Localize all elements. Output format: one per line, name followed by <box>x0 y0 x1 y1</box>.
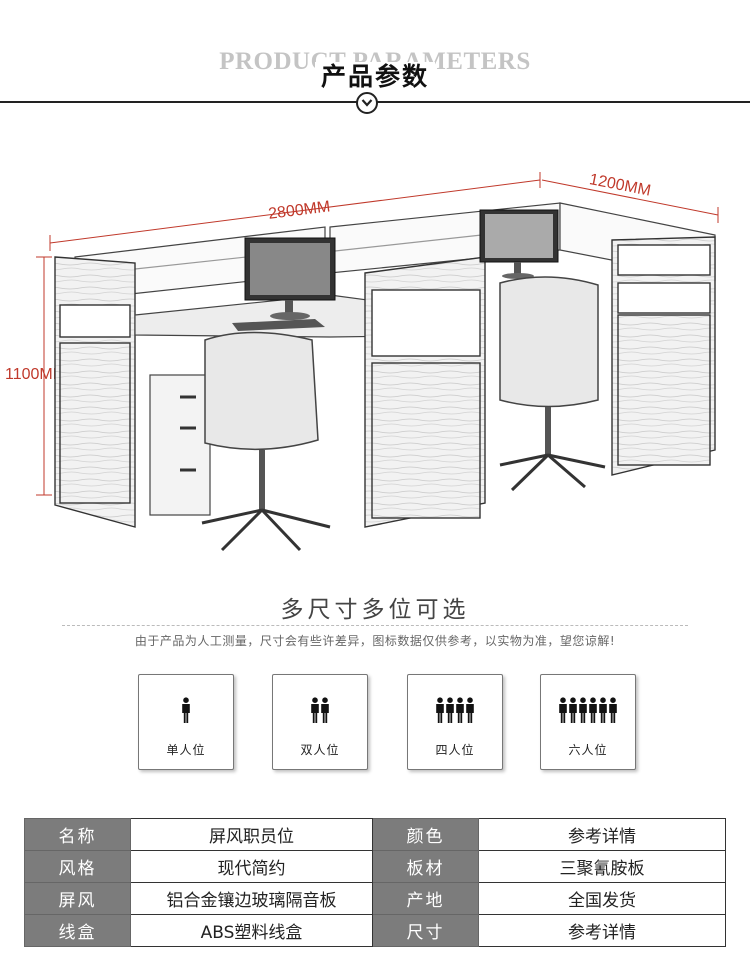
seat-option-label: 四人位 <box>435 743 475 757</box>
table-row: 屏风 铝合金镶边玻璃隔音板 产地 全国发货 <box>24 882 726 915</box>
person-icon <box>569 697 577 723</box>
sizes-title: 多尺寸多位可选 <box>280 597 470 623</box>
page-title: 产品参数 <box>0 57 750 93</box>
person-icon <box>589 697 597 723</box>
person-icon <box>599 697 607 723</box>
dimension-lines <box>36 172 719 496</box>
workstation-illustration: 2800MM 1200MM 1100MM <box>5 171 719 552</box>
param-key: 产地 <box>372 882 479 915</box>
param-value: 全国发货 <box>478 882 726 915</box>
param-value: ABS塑料线盒 <box>130 914 373 947</box>
param-value: 参考详情 <box>478 818 726 851</box>
seat-option-single: 单人位 <box>138 674 234 770</box>
param-value: 屏风职员位 <box>130 818 373 851</box>
param-key: 板材 <box>372 850 479 883</box>
param-key: 风格 <box>24 850 131 883</box>
monitor-left <box>232 237 336 331</box>
person-icon <box>311 697 319 723</box>
person-icon <box>446 697 454 723</box>
person-icon <box>182 697 190 723</box>
seat-option-double: 双人位 <box>272 674 368 770</box>
param-value: 现代简约 <box>130 850 373 883</box>
chair-right <box>499 276 606 492</box>
table-row: 线盒 ABS塑料线盒 尺寸 参考详情 <box>24 914 726 947</box>
param-value: 铝合金镶边玻璃隔音板 <box>130 882 373 915</box>
chair-left <box>201 331 331 552</box>
param-key: 屏风 <box>24 882 131 915</box>
seat-option-label: 六人位 <box>568 743 608 757</box>
middle-end-panel <box>364 256 486 528</box>
person-icon <box>559 697 567 723</box>
table-row: 名称 屏风职员位 颜色 参考详情 <box>24 818 726 851</box>
right-end-panel <box>611 236 716 476</box>
params-table: 名称 屏风职员位 颜色 参考详情 风格 现代简约 板材 三聚氰胺板 屏风 铝合金… <box>24 818 726 947</box>
chevron-down-circle-icon <box>356 92 378 114</box>
seat-option-six: 六人位 <box>540 674 636 770</box>
person-icon <box>321 697 329 723</box>
person-icon <box>579 697 587 723</box>
person-icon <box>139 697 233 727</box>
sizes-divider <box>62 625 688 626</box>
table-row: 风格 现代简约 板材 三聚氰胺板 <box>24 850 726 883</box>
param-key: 尺寸 <box>372 914 479 947</box>
page-title-text: 产品参数 <box>314 62 435 91</box>
people-icon <box>541 697 635 727</box>
param-key: 颜色 <box>372 818 479 851</box>
left-end-panel <box>54 256 136 528</box>
seat-option-four: 四人位 <box>407 674 503 770</box>
param-value: 三聚氰胺板 <box>478 850 726 883</box>
dimension-length: 2800MM <box>267 198 331 222</box>
dimension-height: 1100MM <box>5 366 66 383</box>
param-key: 线盒 <box>24 914 131 947</box>
seat-option-label: 单人位 <box>166 743 206 757</box>
people-icon <box>408 697 502 727</box>
people-icon <box>273 697 367 727</box>
person-icon <box>456 697 464 723</box>
param-key: 名称 <box>24 818 131 851</box>
seat-option-label: 双人位 <box>300 743 340 757</box>
monitor-right <box>479 209 559 279</box>
person-icon <box>609 697 617 723</box>
seat-options: 单人位 双人位 四人位 六人位 <box>0 674 750 770</box>
sizes-note: 由于产品为人工测量，尺寸会有些许差异，图标数据仅供参考，以实物为准，望您谅解! <box>134 634 616 648</box>
person-icon <box>466 697 474 723</box>
param-value: 参考详情 <box>478 914 726 947</box>
person-icon <box>436 697 444 723</box>
